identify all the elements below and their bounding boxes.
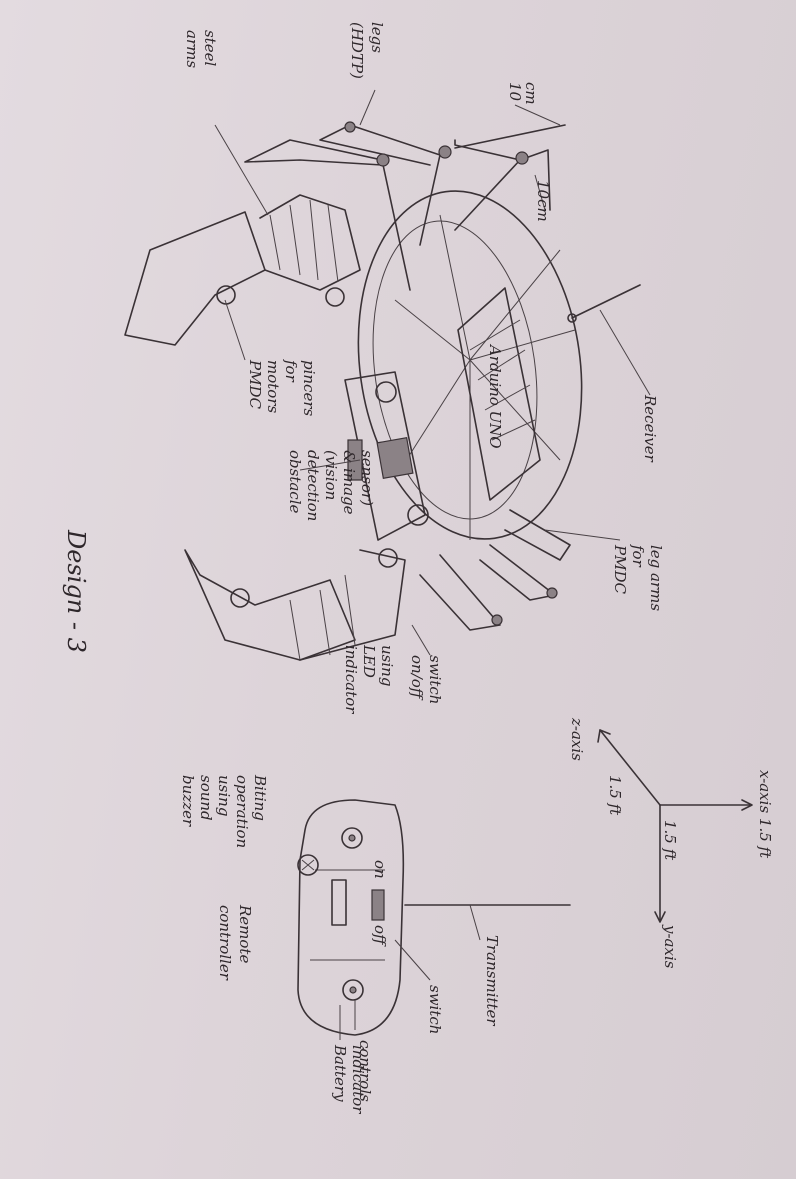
label-remote-on: on — [371, 860, 389, 879]
label-transmitter: Transmitter — [483, 935, 501, 1026]
label-pmdc-pincers: PMDCmotorsforpincers — [246, 359, 318, 417]
label-axis-y: y-axis — [661, 924, 679, 969]
label-controls: controls — [356, 1040, 374, 1102]
receiver-antenna — [571, 284, 641, 319]
label-remote-off: off — [371, 925, 389, 947]
battery-indicator-icon — [331, 879, 347, 926]
crab-front-plate — [344, 371, 426, 541]
label-pmdc-legs: PMDCforleg arms — [611, 544, 665, 611]
crab-carapace-inner — [372, 220, 538, 520]
label-10cm-side: 10cm — [534, 180, 552, 222]
label-legs: legs(HDTP) — [348, 22, 386, 79]
remote-body — [297, 799, 405, 1036]
label-switch-led: switchon/offusingLEDindicator — [342, 644, 444, 714]
obstacle-sensor — [376, 436, 414, 480]
toggle-switch-icon — [371, 889, 385, 921]
label-biting: Bitingoperationusingsoundbuzzer — [179, 774, 269, 848]
leg-top-1 — [319, 124, 441, 246]
label-switch: switch — [426, 985, 444, 1034]
axis-z-line — [599, 729, 661, 806]
label-receiver: Receiver — [641, 394, 659, 463]
label-arduino: Arduino UNO — [486, 343, 504, 449]
page-title: Design - 3 — [62, 529, 90, 653]
axes-sketch — [597, 729, 753, 923]
crab-carapace — [357, 190, 583, 540]
crab-sketch — [124, 89, 651, 661]
remote-button-top — [341, 827, 363, 849]
label-axis-z: z-axis — [568, 717, 586, 761]
lower-claw — [184, 549, 356, 661]
remote-button-bottom — [342, 979, 364, 1001]
labels: steelarms legs(HDTP) 10cm 10cm PMDCmotor… — [62, 22, 774, 1114]
label-remote: Remotecontroller — [216, 904, 254, 981]
label-dim-1: 1.5 ft — [606, 775, 624, 816]
label-obstacle: obstacledetection(vision& imagesensor) — [286, 450, 376, 521]
label-steel-arms: steelarms — [183, 30, 219, 68]
upper-claw — [124, 211, 266, 346]
leg-top-2 — [454, 139, 521, 231]
label-dim-2: 1.5 ft — [661, 820, 679, 861]
arduino-board — [457, 287, 541, 501]
label-10cm-top: 10cm — [506, 82, 540, 105]
label-axis-x: x-axis 1.5 ft — [756, 770, 774, 859]
buzzer-icon — [297, 854, 319, 876]
label-battery: Batteryindicator — [331, 1044, 367, 1114]
remote-sketch — [297, 799, 571, 1040]
